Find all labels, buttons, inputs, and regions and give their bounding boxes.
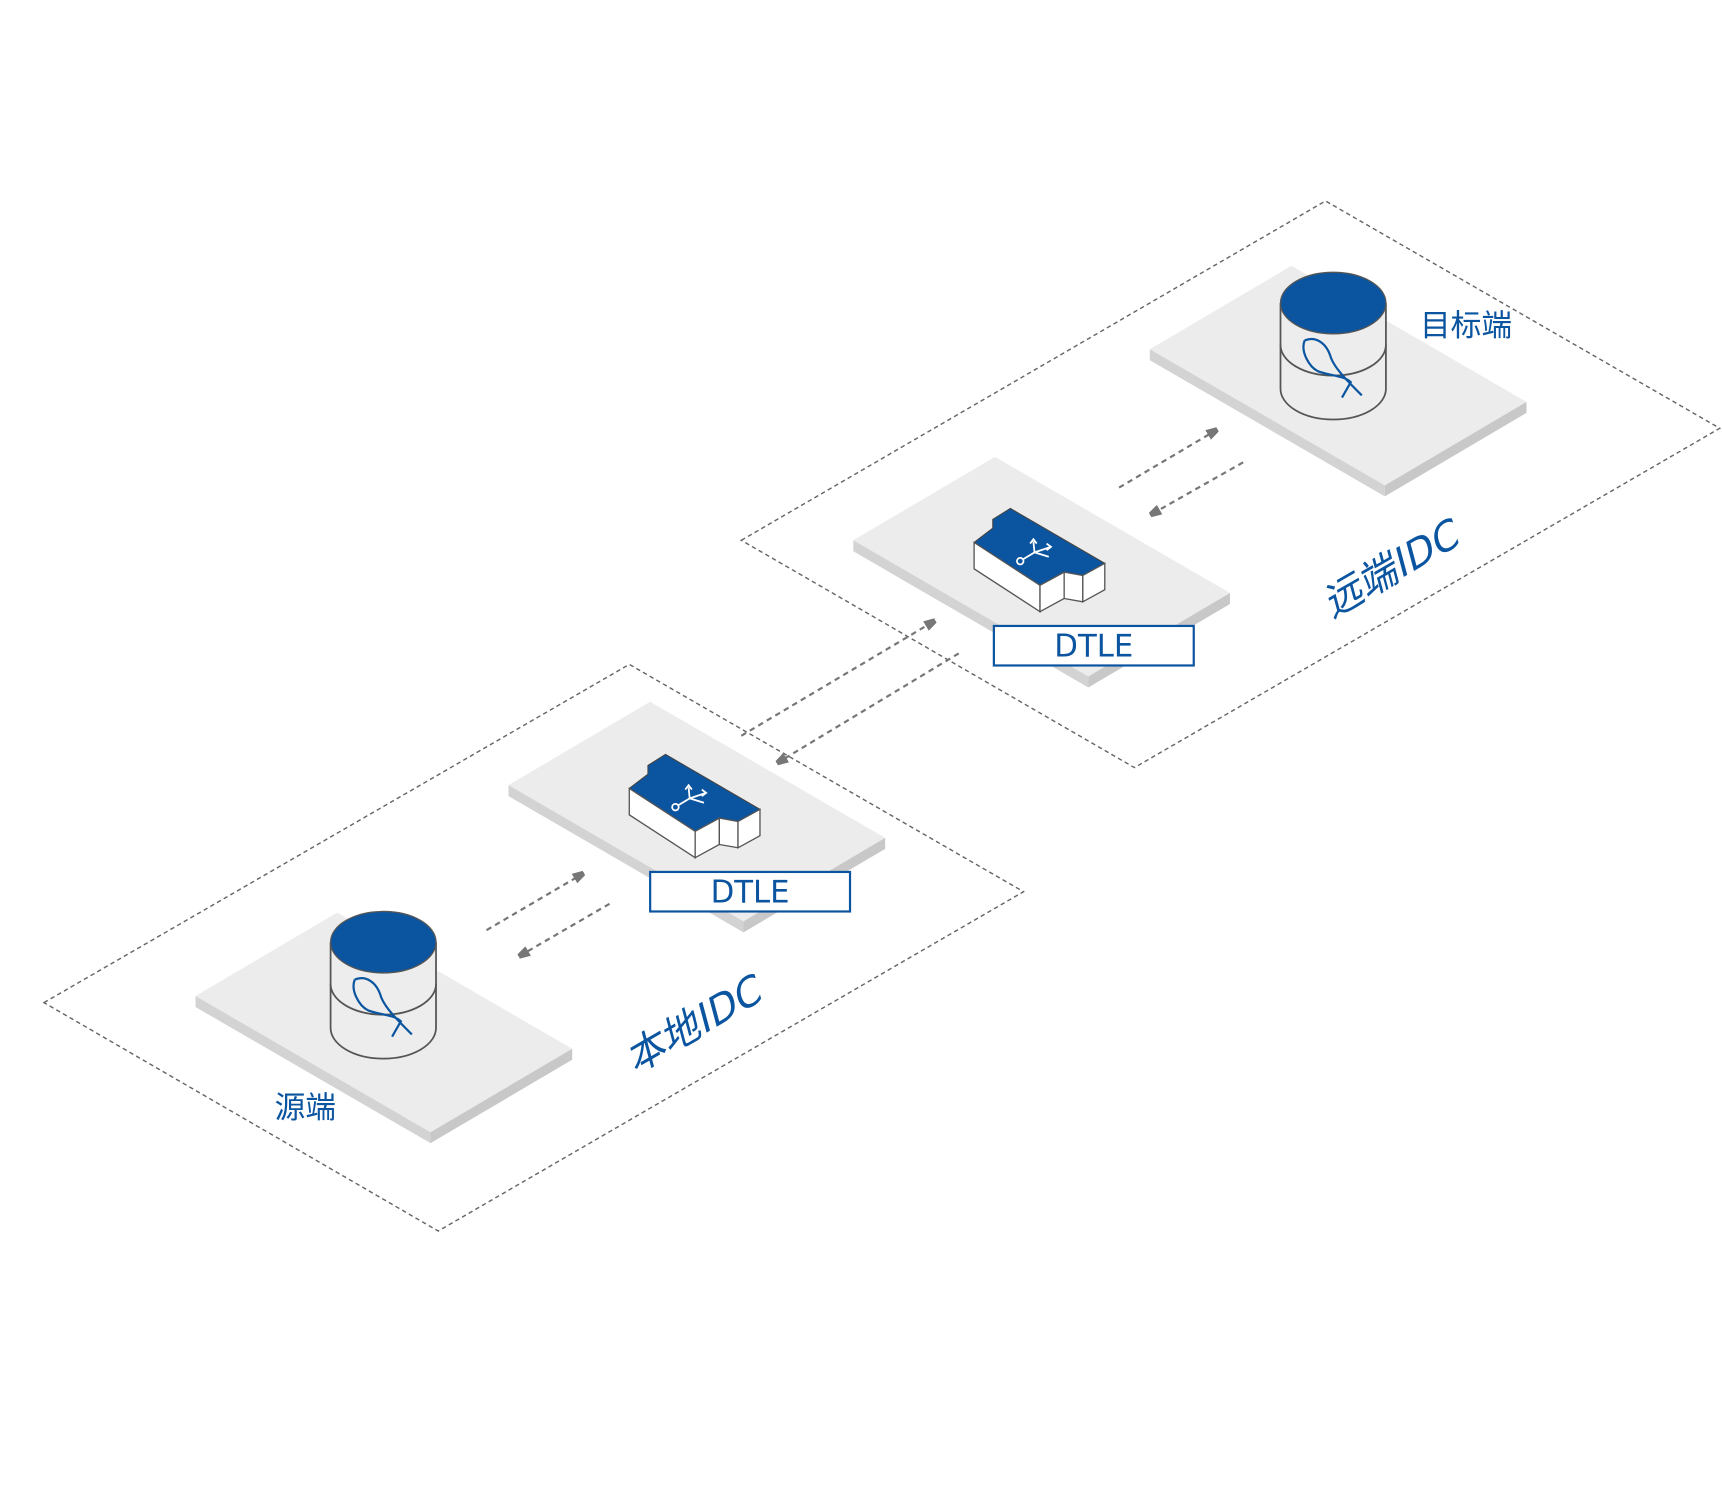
arrow-dtle-to-target <box>1118 430 1216 489</box>
arrow-source-to-dtle <box>485 874 583 932</box>
target-mysql-database-icon <box>1279 271 1388 421</box>
arrow-remote-to-local <box>779 652 960 762</box>
remote-idc-region <box>739 200 1722 769</box>
arrow-target-to-dtle <box>1152 461 1244 514</box>
sync-arrows <box>485 430 1244 956</box>
arrow-dtle-to-source <box>521 902 611 956</box>
source-label: 源端 <box>275 1090 336 1126</box>
dtle-remote-label-box: DTLE <box>992 624 1195 667</box>
source-mysql-database-icon <box>329 910 438 1060</box>
arrow-local-to-remote <box>740 622 933 737</box>
local-idc-label: 本地IDC <box>625 964 766 1084</box>
dtle-remote-label: DTLE <box>1054 629 1133 665</box>
dtle-local-label: DTLE <box>711 875 790 911</box>
dtle-local-label-box: DTLE <box>649 870 852 913</box>
local-idc-region <box>42 663 1025 1232</box>
remote-idc-label: 远端IDC <box>1323 509 1464 629</box>
target-label: 目标端 <box>1420 308 1512 344</box>
